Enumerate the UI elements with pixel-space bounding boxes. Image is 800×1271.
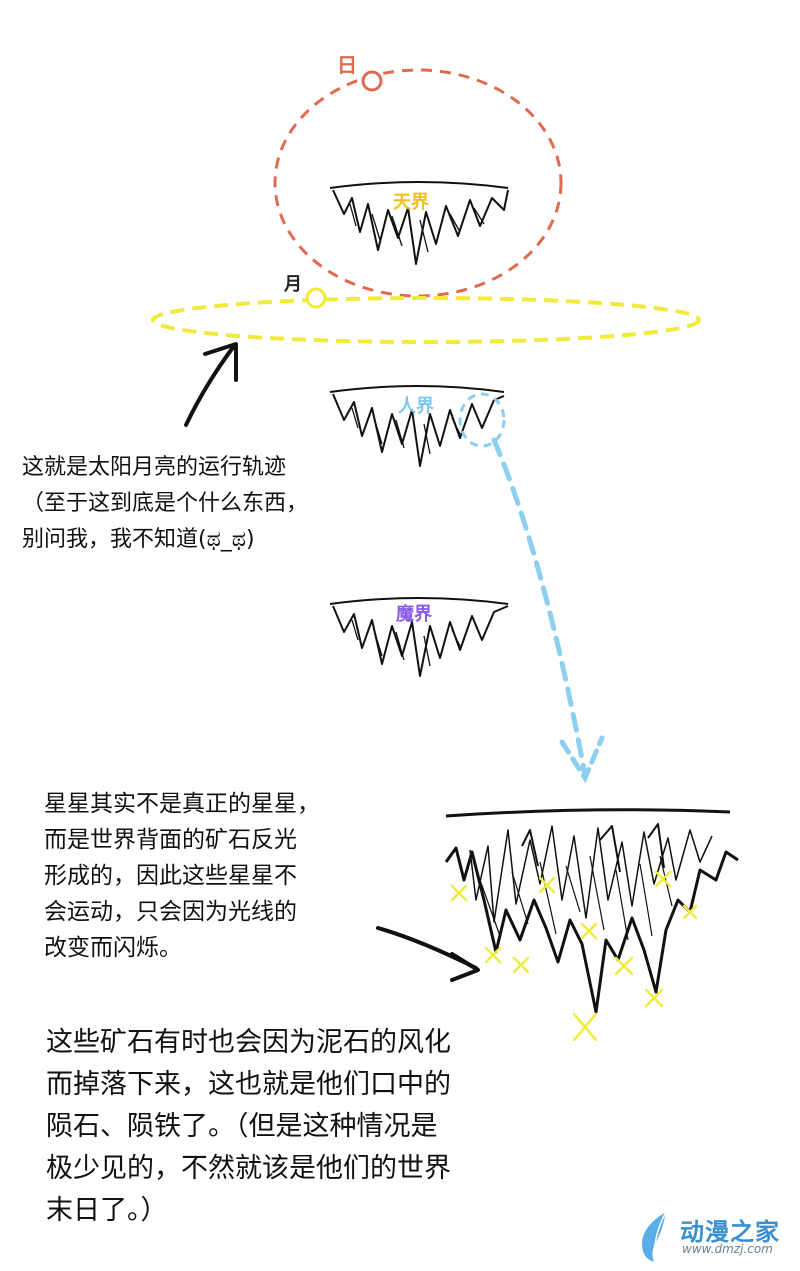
- human-island: [329, 385, 505, 467]
- orbit-pointer-arrow-head: [203, 342, 238, 382]
- human-label: 人界: [398, 396, 434, 417]
- human-highlight-circle: [458, 392, 506, 448]
- orbit-note: 这就是太阳月亮的运行轨迹 （至于这到底是个什么东西， 别问我，我不知道(ಥ_ಥ): [22, 450, 308, 558]
- meteor-note-line: 这些矿石有时也会因为泥石的风化: [46, 1027, 451, 1058]
- meteor-note-line: 而掉落下来，这也就是他们口中的: [46, 1069, 451, 1100]
- watermark: 动漫之家 www.dmzj.com: [636, 1208, 796, 1268]
- orbit-note-line: （至于这到底是个什么东西，: [22, 491, 309, 516]
- stars-note-line: 会运动，只会因为光线的: [44, 899, 297, 925]
- sun-marker: [361, 70, 383, 92]
- stars-note: 星星其实不是真正的星星， 而是世界背面的矿石反光 形成的，因此这些星星不 会运动…: [44, 786, 320, 966]
- stars-pointer-arrow-head: [450, 952, 480, 982]
- stars-note-line: 改变而闪烁。: [44, 935, 182, 961]
- ore-glints: [450, 870, 698, 1042]
- stars-note-line: 而是世界背面的矿石反光: [44, 827, 297, 853]
- world-underside-closeup: [444, 808, 739, 1014]
- zoom-arrow-head: [559, 735, 605, 784]
- stars-note-line: 形成的，因此这些星星不: [44, 863, 297, 889]
- meteor-note-line: 陨石、陨铁了。（但是这种情况是: [46, 1111, 438, 1142]
- watermark-url: www.dmzj.com: [682, 1242, 773, 1256]
- stars-note-line: 星星其实不是真正的星星，: [44, 791, 320, 817]
- demon-label: 魔界: [396, 603, 432, 625]
- meteor-note: 这些矿石有时也会因为泥石的风化 而掉落下来，这也就是他们口中的 陨石、陨铁了。（…: [46, 1022, 451, 1232]
- moon-marker: [305, 287, 327, 309]
- moon-label: 月: [283, 274, 302, 295]
- demon-island: [329, 597, 509, 677]
- orbit-pointer-arrow: [184, 344, 236, 427]
- meteor-note-line: 极少见的，不然就该是他们的世界: [46, 1153, 451, 1184]
- heaven-island: [329, 181, 509, 265]
- orbit-note-line: 这就是太阳月亮的运行轨迹: [22, 455, 287, 480]
- zoom-arrow: [491, 437, 588, 778]
- watermark-name: 动漫之家: [680, 1218, 780, 1246]
- moon-orbit: [151, 296, 701, 344]
- heaven-label: 天界: [393, 192, 429, 213]
- watermark-feather-icon: [642, 1211, 667, 1262]
- sun-orbit: [273, 68, 563, 298]
- sun-label: 日: [337, 53, 357, 77]
- orbit-note-line: 别问我，我不知道(ಥ_ಥ): [22, 527, 255, 552]
- meteor-note-line: 末日了。）: [46, 1195, 168, 1226]
